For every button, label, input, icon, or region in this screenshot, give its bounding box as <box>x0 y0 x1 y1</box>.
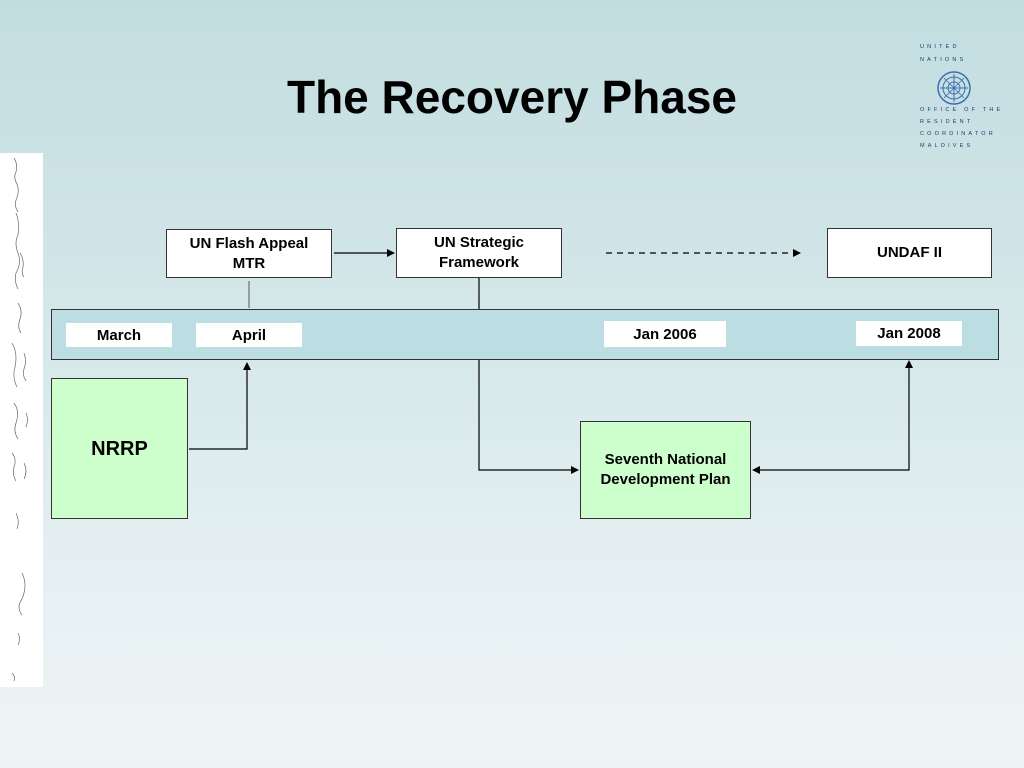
seventh-plan-box: Seventh National Development Plan <box>580 421 751 519</box>
undaf-box: UNDAF II <box>827 228 992 278</box>
date-april: April <box>196 323 302 347</box>
seventh-plan-label: Seventh National Development Plan <box>600 451 731 488</box>
slide-title: The Recovery Phase <box>286 71 737 123</box>
arrowhead-seventh <box>752 466 760 474</box>
date-jan-2008: Jan 2008 <box>856 321 962 346</box>
flash-appeal-label: UN Flash Appeal MTR <box>189 234 309 272</box>
strategic-framework-box: UN Strategic Framework <box>396 228 562 278</box>
logo-line-united: UNITED <box>920 44 960 50</box>
atoll-map-icon <box>11 157 28 682</box>
logo-line-coordinator: COORDINATOR <box>920 131 996 137</box>
logo-line-office: OFFICE OF THE <box>920 107 1004 113</box>
un-emblem-icon <box>937 71 971 105</box>
strategic-framework-label: UN Strategic Framework <box>433 234 525 271</box>
logo-line-nations: NATIONS <box>920 57 967 63</box>
undaf-label: UNDAF II <box>877 244 942 261</box>
flash-appeal-box: UN Flash Appeal MTR <box>166 229 332 278</box>
arrow-strategic-to-seventh <box>478 277 579 474</box>
nrrp-box: NRRP <box>51 378 188 519</box>
nrrp-label: NRRP <box>91 438 148 460</box>
date-march: March <box>66 323 172 347</box>
logo-line-maldives: MALDIVES <box>920 143 974 149</box>
arrow-jan2008-to-seventh <box>754 363 910 471</box>
date-jan-2006: Jan 2006 <box>604 321 726 347</box>
arrowhead-jan2008 <box>905 360 913 368</box>
logo-line-resident: RESIDENT <box>920 119 974 125</box>
maldives-map-strip <box>0 153 43 687</box>
un-logo: UNITED NATIONS OFFICE OF THE RESIDENT CO… <box>920 44 1004 152</box>
arrow-nrrp-to-april <box>189 362 251 450</box>
